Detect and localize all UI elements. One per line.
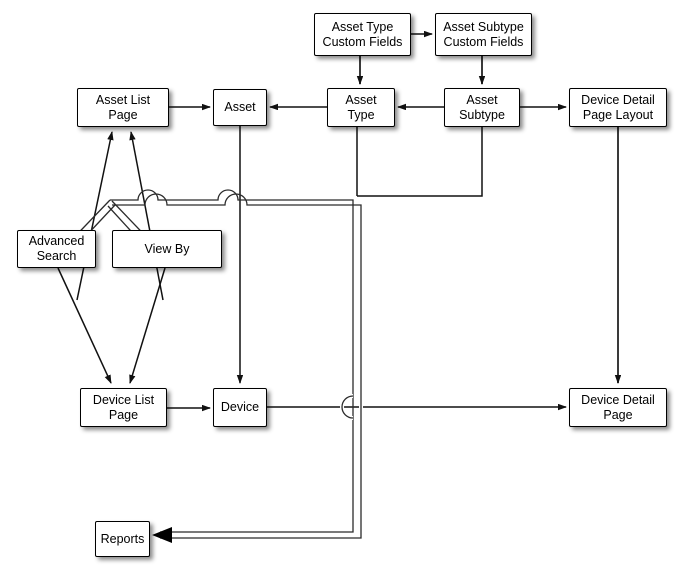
edge-asset-subtype-to-bus bbox=[357, 127, 483, 197]
node-reports[interactable]: Reports bbox=[95, 521, 150, 557]
pipe-bus bbox=[62, 189, 363, 539]
edge-advanced-search-to-dlp bbox=[57, 267, 112, 384]
pipe-rail-lower bbox=[112, 193, 362, 539]
node-asset-subtype[interactable]: Asset Subtype bbox=[444, 88, 520, 127]
pipe-jump-arc-upper bbox=[341, 395, 354, 419]
node-device[interactable]: Device bbox=[213, 388, 267, 427]
node-asset-type[interactable]: Asset Type bbox=[327, 88, 395, 127]
node-device-detail-page[interactable]: Device Detail Page bbox=[569, 388, 667, 427]
edges-plain bbox=[57, 30, 622, 412]
node-device-list-page[interactable]: Device List Page bbox=[80, 388, 167, 427]
node-asset[interactable]: Asset bbox=[213, 89, 267, 126]
node-asset-list-page[interactable]: Asset List Page bbox=[77, 88, 169, 127]
node-advanced-search[interactable]: Advanced Search bbox=[17, 230, 96, 268]
node-device-detail-page-layout[interactable]: Device Detail Page Layout bbox=[569, 88, 667, 127]
edge-view-by-to-alp bbox=[129, 131, 164, 301]
node-view-by[interactable]: View By bbox=[112, 230, 222, 268]
node-asset-type-custom-fields[interactable]: Asset Type Custom Fields bbox=[314, 13, 411, 56]
edge-view-by-to-dlp bbox=[129, 267, 166, 384]
pipe-arrowhead-reports-tri bbox=[152, 527, 172, 543]
pipe-rail-upper bbox=[110, 189, 354, 533]
node-asset-subtype-custom-fields[interactable]: Asset Subtype Custom Fields bbox=[435, 13, 532, 56]
